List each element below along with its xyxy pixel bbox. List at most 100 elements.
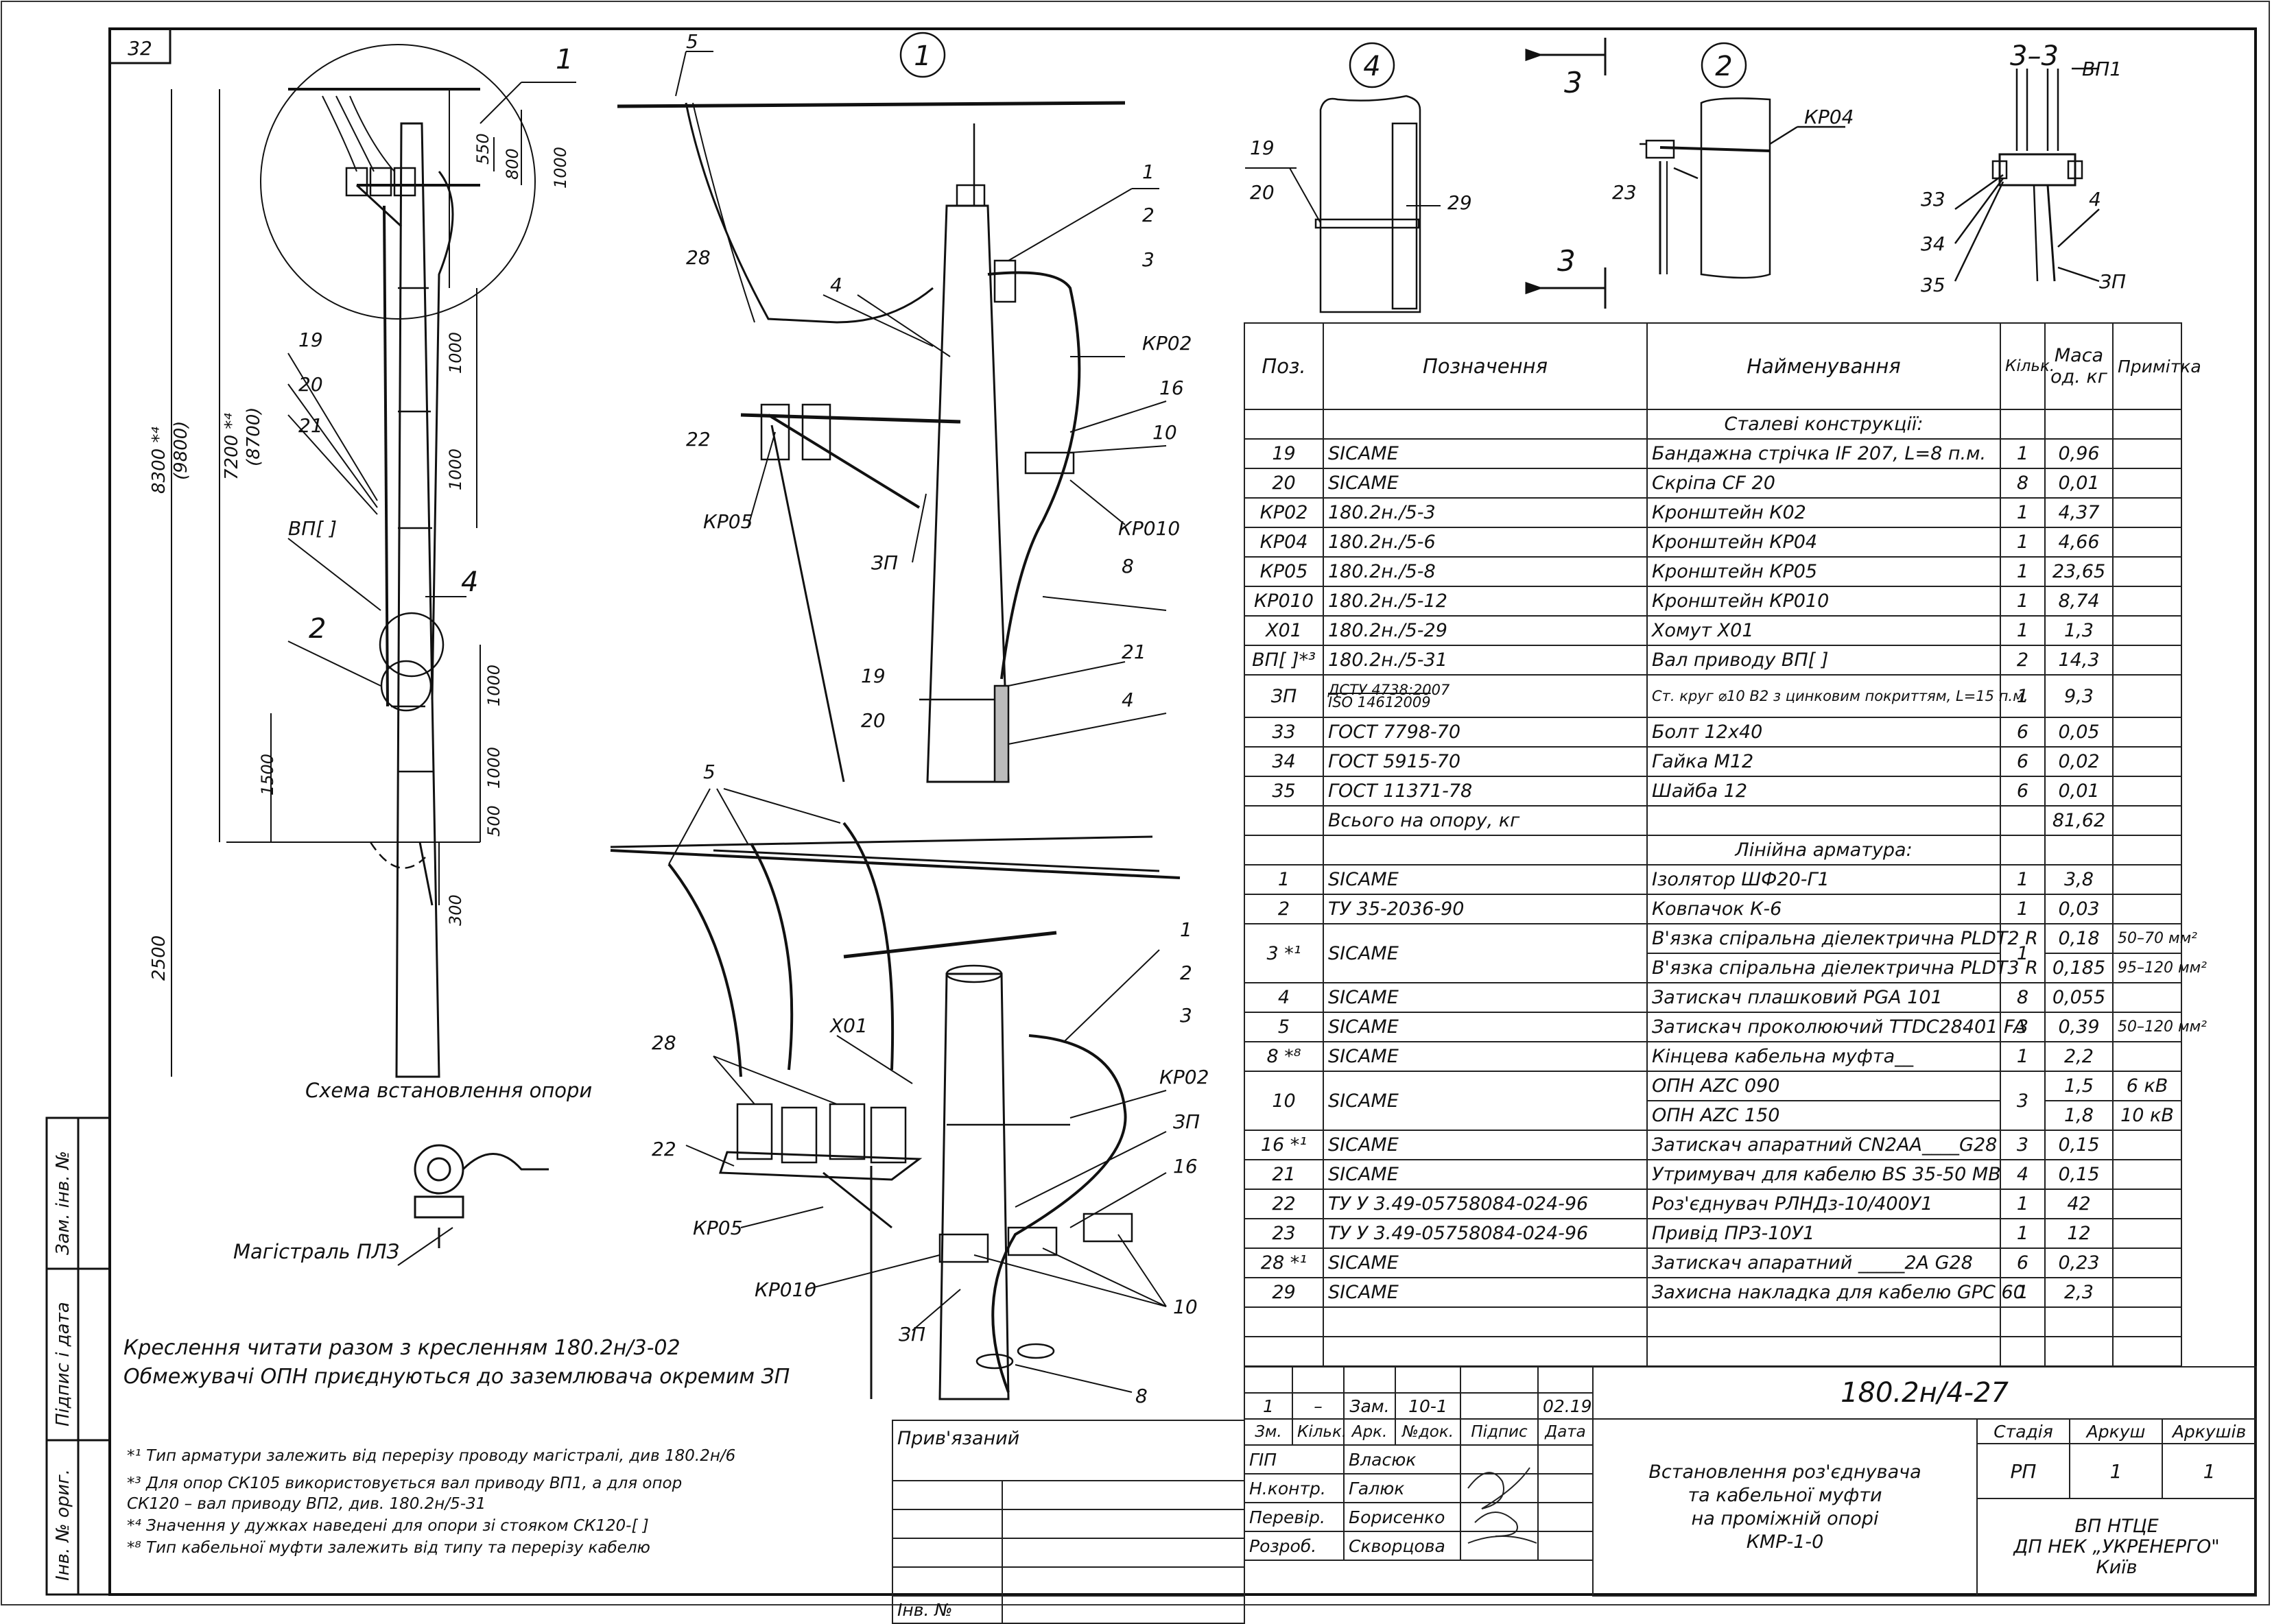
title-line-2: та кабельної муфти [1688, 1485, 1882, 1506]
isometric-leaders [668, 788, 1167, 1393]
hdr-note: Примітка [2112, 322, 2201, 410]
pryvyazanyi-label: Прив'язаний [892, 1420, 1245, 1481]
role-row: Н.контр.Галюк [1244, 1473, 1594, 1503]
callout-1-v1: 1 [1142, 160, 1155, 183]
table-row: 3 *¹ SICAME В'язка спіральна діелектричн… [1244, 923, 2197, 983]
view-1-label: 1 [914, 40, 931, 72]
section-steel: Сталеві конструкції: [1244, 409, 2182, 440]
callout-19-left: 19 [298, 329, 323, 351]
view-4-label: 4 [1363, 51, 1380, 82]
dim-800: 800 [503, 148, 522, 180]
inv-no-label: Інв. № [892, 1595, 1003, 1624]
view-1-marker [899, 32, 946, 78]
callout-22-iso: 22 [652, 1138, 676, 1160]
view-2-marker [1701, 42, 1747, 88]
dim-500: 500 [484, 805, 504, 837]
callout-4-left: 4 [461, 566, 478, 598]
binding-table: Прив'язаний Інв. № [892, 1420, 1245, 1624]
main-line-label: Магістраль ПЛЗ [233, 1240, 399, 1263]
callout-zp-iso: ЗП [1173, 1110, 1200, 1133]
callout-kr010-v1: КР010 [1118, 517, 1180, 540]
callout-28-v1: 28 [686, 246, 711, 269]
footnote-3: СК120 – вал приводу ВП2, див. 180.2н/5-3… [127, 1495, 486, 1513]
hdr-qty: Кільк. [2000, 322, 2055, 410]
drawing-code: 180.2н/4-27 [1591, 1366, 2258, 1420]
table-row: ОПН AZC 150 1,8 10 кВ [1244, 1100, 2182, 1131]
callout-21-left: 21 [298, 414, 323, 437]
empty-row [1244, 1336, 2182, 1367]
hdr-name: Найменування [1646, 322, 2001, 410]
callout-kr010-iso: КР010 [755, 1278, 816, 1301]
callout-4-v1: 4 [830, 274, 842, 296]
installation-scheme [397, 1144, 549, 1266]
section-3-3-view [1954, 67, 2100, 283]
signatures [1467, 1467, 1537, 1544]
isometric-view [610, 822, 1181, 1400]
callout-33-s33: 33 [1921, 188, 1945, 211]
view1-leaders [675, 51, 1167, 745]
spec-header-row: Поз. Позначення Найменування Кільк. Маса… [1244, 322, 2201, 410]
callout-23-v2: 23 [1612, 181, 1637, 204]
detail-view-2 [1640, 97, 1845, 279]
callout-35-s33: 35 [1921, 274, 1945, 296]
dim-1000-c: 1000 [484, 665, 504, 706]
callout-20-v4: 20 [1250, 181, 1275, 204]
callout-kr05-v1: КР05 [703, 510, 753, 533]
pole-elevation-view [226, 44, 536, 1078]
side-stamp [45, 1116, 111, 1596]
org-line-3: Київ [2096, 1557, 2138, 1578]
dim-8300: 8300 *⁴ [149, 427, 169, 494]
org-line-1: ВП НТЦЕ [2074, 1516, 2159, 1537]
side-stamp-pidpys: Підпис і дата [53, 1302, 73, 1426]
view-4-marker [1349, 42, 1395, 88]
section-linear: Лінійна арматура: [1244, 835, 2182, 865]
callout-vp1-s33: ВП1 [2082, 58, 2122, 80]
dim-1500: 1500 [258, 754, 277, 796]
section-cut-markers [1525, 38, 1607, 309]
title-table: 180.2н/4-27 Встановлення роз'єднувача та… [1591, 1366, 2258, 1597]
dim-9800: (9800) [171, 421, 191, 480]
callout-19-v4: 19 [1250, 136, 1275, 159]
table-row: 10 SICAME ОПН AZC 090 3 1,5 6 кВ [1244, 1071, 2182, 1131]
role-row: Перевір.Борисенко [1244, 1502, 1594, 1532]
sheet-number: 32 [128, 37, 152, 60]
callout-22-v1: 22 [686, 428, 711, 451]
callout-kr02-v1: КР02 [1142, 332, 1192, 355]
dim-1000-a: 1000 [446, 332, 465, 374]
callout-2-v1: 2 [1142, 204, 1155, 226]
callout-29-v4: 29 [1447, 191, 1472, 214]
callout-16-iso: 16 [1173, 1155, 1198, 1178]
callout-zp-s33: ЗП [2099, 270, 2126, 293]
drawing-note-1: Креслення читати разом з кресленням 180.… [123, 1336, 681, 1360]
title-line-1: Встановлення роз'єднувача [1648, 1461, 1921, 1483]
dimension-lines-left [171, 89, 522, 1077]
empty-row [1244, 1306, 2182, 1337]
callout-4-s33: 4 [2089, 188, 2101, 211]
callout-10-v1: 10 [1152, 421, 1177, 444]
callout-5-v1: 5 [686, 30, 698, 53]
dim-550: 550 [473, 133, 493, 165]
dim-1000-b: 1000 [446, 449, 465, 490]
